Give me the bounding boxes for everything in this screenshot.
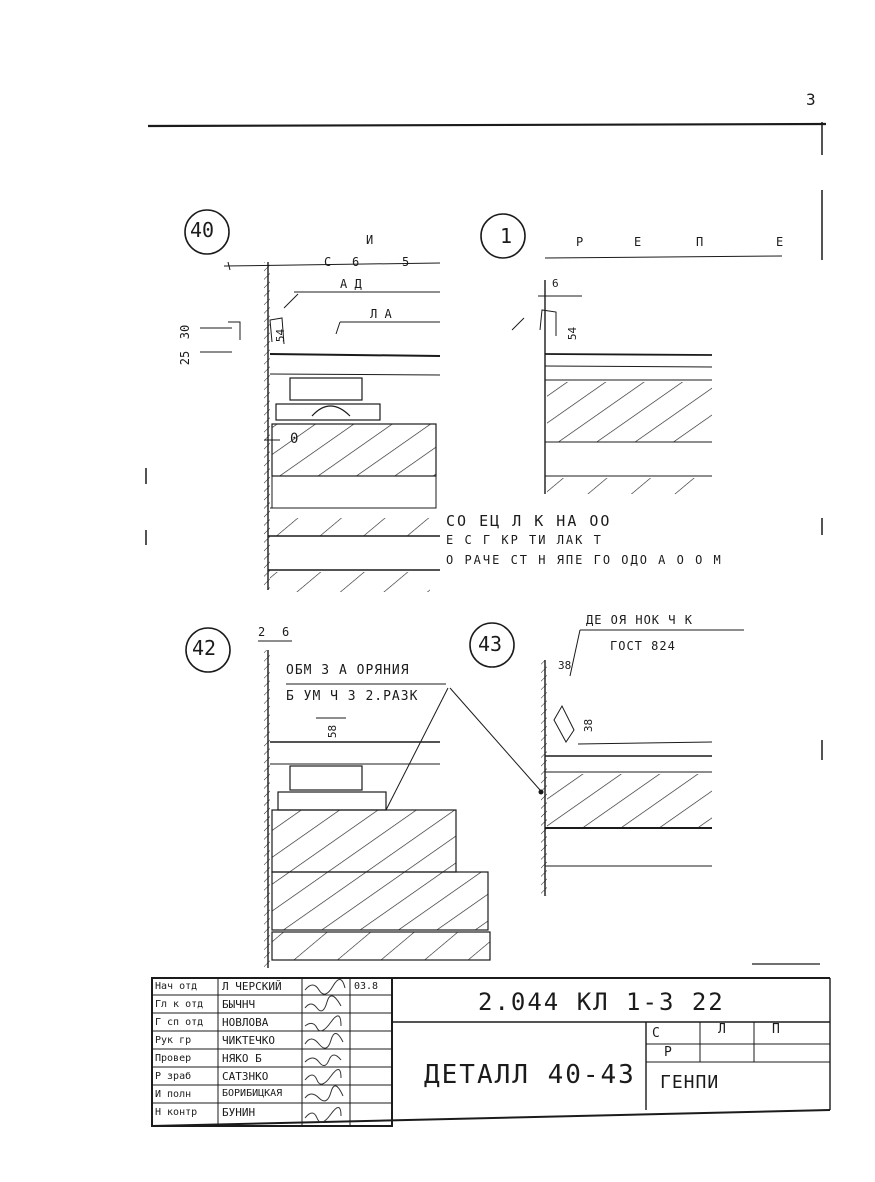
sheet-header: П (772, 1022, 780, 1037)
title-block-role: Рук гр (155, 1035, 192, 1046)
title-block-name: ЧИКТЕЧКО (222, 1034, 275, 1047)
detail-40-dim: 25 (178, 350, 193, 366)
detail-43-label: 38 (582, 718, 596, 733)
sheet-header: Л (718, 1022, 726, 1037)
title-block-role: Г сп отд (155, 1017, 204, 1028)
detail-1-header-letter: П (696, 235, 704, 249)
note-line: СО ЕЦ Л К НА ОО (446, 512, 612, 530)
note-line: Е С Г КР ТИ ЛАК Т (446, 533, 603, 547)
detail-40-label: 6 (352, 255, 360, 269)
detail-1-id: 1 (500, 224, 513, 248)
detail-1-label: 54 (566, 326, 580, 341)
detail-43-callout: ДЕ ОЯ НОК Ч К (586, 613, 693, 627)
detail-40-id: 40 (190, 218, 215, 242)
detail-40-label: 0 (290, 431, 299, 447)
detail-42-dim: 6 (282, 625, 290, 639)
detail-43-callout: ГОСТ 824 (610, 639, 676, 653)
detail-42-callout: ОБМ З А ОРЯНИЯ (286, 663, 410, 678)
title-block-role: Провер (155, 1053, 192, 1064)
title-block-date: 03.8 (354, 981, 379, 992)
title-block-role: И полн (155, 1089, 192, 1100)
title-block-grid (151, 977, 831, 1127)
page-number: 3 (806, 90, 816, 109)
title-block-name: БОРИБИЦКАЯ (222, 1088, 283, 1099)
sheet-frame (145, 122, 827, 965)
detail-42-dim: 2 (258, 625, 266, 639)
detail-1-header-letter: Е (776, 235, 784, 249)
callout-leader (449, 687, 541, 791)
detail-43-label: 38 (558, 659, 572, 672)
title-block-name: Л ЧЕРСКИЙ (222, 980, 282, 993)
detail-1-header-letter: Е (634, 235, 642, 249)
detail-40-label: 54 (274, 328, 288, 343)
detail-40-label: Л А (370, 307, 392, 321)
detail-40-header: И (366, 233, 374, 247)
detail-42-id: 42 (192, 636, 217, 660)
title-block-role: Нач отд (155, 981, 198, 992)
detail-1-label: 6 (552, 277, 559, 290)
title-block-role: Н контр (155, 1107, 198, 1118)
title-block-name: БУНИН (222, 1106, 256, 1119)
document-title: ДЕТАЛЛ 40-43 (424, 1060, 636, 1090)
document-code: 2.044 КЛ 1-3 22 (478, 988, 725, 1016)
detail-40-label: 5 (402, 255, 410, 269)
detail-40 (184, 209, 441, 592)
detail-1 (480, 213, 783, 494)
title-block-name: САТЗНКО (222, 1070, 269, 1083)
organization: ГЕНПИ (660, 1072, 720, 1093)
detail-42 (185, 627, 491, 968)
title-block-role: Р зраб (155, 1071, 192, 1082)
note-line: О РАЧЕ СТ Н ЯПЕ ГО ОДО А О О М (446, 553, 723, 567)
detail-1-header-letter: Р (576, 235, 584, 249)
detail-42-callout: Б УМ Ч З 2.РАЗК (286, 689, 419, 704)
title-block-name: НЯКО Б (222, 1052, 262, 1065)
detail-40-label: А Д (340, 277, 362, 291)
detail-43 (469, 622, 744, 896)
title-block-name: НОВЛОВА (222, 1016, 269, 1029)
title-block-role: Гл к отд (155, 999, 204, 1010)
detail-42-label: 58 (326, 724, 340, 739)
sheet-header: С (652, 1026, 660, 1041)
detail-40-label: С (324, 255, 332, 269)
signature-marks (304, 979, 346, 1123)
stage-letter: Р (664, 1045, 672, 1060)
title-block-name: БЫЧНЧ (222, 998, 256, 1011)
detail-43-id: 43 (478, 632, 503, 656)
detail-40-dim: 30 (178, 324, 193, 340)
